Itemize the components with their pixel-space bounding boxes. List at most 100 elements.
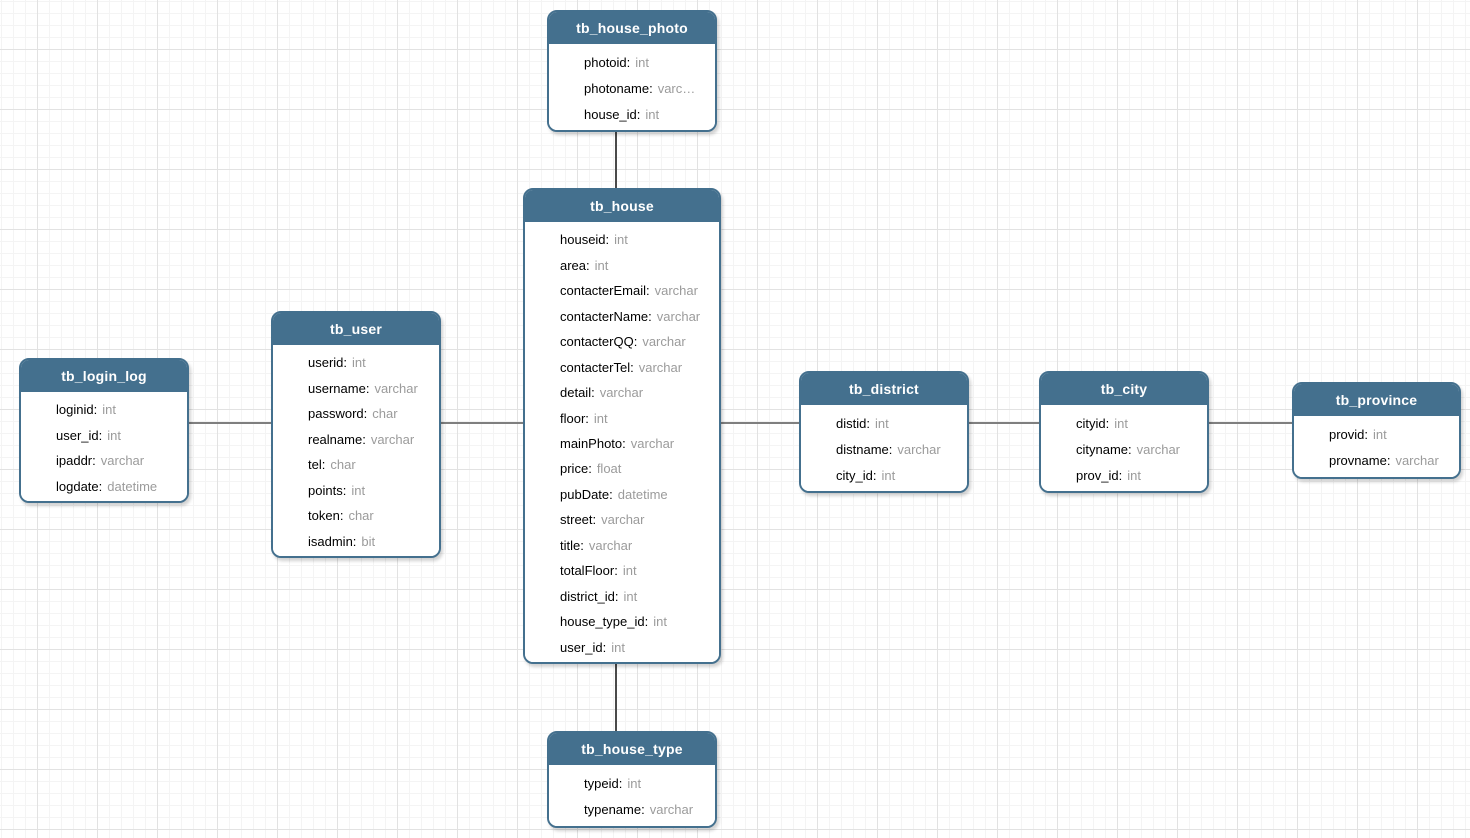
field-row-loginid[interactable]: loginidint	[21, 397, 187, 423]
field-type: varchar	[656, 308, 701, 324]
connector-tb_user-tb_house[interactable]	[441, 422, 523, 424]
field-row-mainPhoto[interactable]: mainPhotovarchar	[525, 431, 719, 456]
field-name: tel	[308, 457, 325, 472]
field-type: int	[622, 563, 637, 579]
field-type: int	[881, 467, 896, 483]
table-fields: typeidinttypenamevarchar	[549, 765, 715, 826]
field-row-typename[interactable]: typenamevarchar	[549, 796, 715, 822]
field-row-district_id[interactable]: district_idint	[525, 584, 719, 609]
field-row-provname[interactable]: provnamevarchar	[1294, 447, 1459, 473]
field-row-user_id[interactable]: user_idint	[525, 635, 719, 660]
field-type: int	[1127, 467, 1141, 483]
field-row-username[interactable]: usernamevarchar	[273, 376, 439, 402]
field-row-token[interactable]: tokenchar	[273, 503, 439, 529]
field-row-tel[interactable]: telchar	[273, 452, 439, 478]
field-type: int	[352, 355, 366, 371]
table-fields: providintprovnamevarchar	[1294, 416, 1459, 477]
table-header-tb_user[interactable]: tb_user	[273, 313, 439, 345]
field-row-contacterEmail[interactable]: contacterEmailvarchar	[525, 278, 719, 303]
field-row-house_id[interactable]: house_idint	[549, 101, 715, 127]
connector-tb_house-tb_district[interactable]	[721, 422, 799, 424]
table-fields: distidintdistnamevarcharcity_idint	[801, 405, 967, 491]
table-title: tb_house	[590, 198, 654, 214]
field-type: int	[653, 614, 667, 630]
field-name: typeid	[584, 776, 622, 791]
field-type: datetime	[617, 486, 668, 502]
field-row-provid[interactable]: providint	[1294, 421, 1459, 447]
field-name: distname	[836, 442, 892, 457]
field-type: varchar	[100, 453, 145, 469]
field-row-contacterQQ[interactable]: contacterQQvarchar	[525, 329, 719, 354]
field-row-cityid[interactable]: cityidint	[1041, 410, 1207, 436]
table-fields: loginidintuser_idintipaddrvarcharlogdate…	[21, 392, 187, 501]
field-row-userid[interactable]: useridint	[273, 350, 439, 376]
field-row-cityname[interactable]: citynamevarchar	[1041, 436, 1207, 462]
table-header-tb_login_log[interactable]: tb_login_log	[21, 360, 187, 392]
field-row-title[interactable]: titlevarchar	[525, 533, 719, 558]
table-header-tb_house_photo[interactable]: tb_house_photo	[549, 12, 715, 44]
table-header-tb_house[interactable]: tb_house	[525, 190, 719, 222]
field-row-ipaddr[interactable]: ipaddrvarchar	[21, 448, 187, 474]
table-tb_house_photo[interactable]: tb_house_photo photoidintphotonamevarc…ho…	[547, 10, 717, 132]
field-type: int	[611, 639, 625, 655]
field-row-houseid[interactable]: houseidint	[525, 227, 719, 252]
field-row-typeid[interactable]: typeidint	[549, 770, 715, 796]
connector-tb_district-tb_city[interactable]	[969, 422, 1039, 424]
table-title: tb_house_type	[581, 741, 683, 757]
field-row-house_type_id[interactable]: house_type_idint	[525, 609, 719, 634]
connector-tb_city-tb_province[interactable]	[1209, 422, 1292, 424]
field-row-contacterName[interactable]: contacterNamevarchar	[525, 303, 719, 328]
field-row-detail[interactable]: detailvarchar	[525, 380, 719, 405]
table-tb_login_log[interactable]: tb_login_logloginidintuser_idintipaddrva…	[19, 358, 189, 503]
table-header-tb_province[interactable]: tb_province	[1294, 384, 1459, 416]
table-tb_district[interactable]: tb_districtdistidintdistnamevarcharcity_…	[799, 371, 969, 493]
field-name: isadmin	[308, 534, 356, 549]
connector-tb_login_log-tb_user[interactable]	[189, 422, 271, 424]
field-row-contacterTel[interactable]: contacterTelvarchar	[525, 354, 719, 379]
table-tb_house[interactable]: tb_househouseidintareaintcontacterEmailv…	[523, 188, 721, 664]
field-name: photoid	[584, 55, 630, 70]
field-type: float	[596, 461, 622, 477]
field-type: int	[593, 410, 608, 426]
field-row-street[interactable]: streetvarchar	[525, 507, 719, 532]
field-name: houseid	[560, 232, 609, 247]
field-name: price	[560, 461, 592, 476]
field-name: cityid	[1076, 416, 1109, 431]
field-row-password[interactable]: passwordchar	[273, 401, 439, 427]
field-row-prov_id[interactable]: prov_idint	[1041, 462, 1207, 488]
field-name: loginid	[56, 402, 97, 417]
field-type: varchar	[1136, 441, 1181, 457]
field-type: int	[623, 588, 638, 604]
table-header-tb_city[interactable]: tb_city	[1041, 373, 1207, 405]
connector-tb_house-tb_house_type[interactable]	[615, 664, 617, 731]
table-tb_city[interactable]: tb_citycityidintcitynamevarcharprov_idin…	[1039, 371, 1209, 493]
field-name: contacterTel	[560, 360, 634, 375]
field-name: totalFloor	[560, 563, 618, 578]
table-tb_user[interactable]: tb_user useridintusernamevarcharpasswordc…	[271, 311, 441, 558]
field-row-photoid[interactable]: photoidint	[549, 49, 715, 75]
field-row-isadmin[interactable]: isadminbit	[273, 529, 439, 555]
field-row-distname[interactable]: distnamevarchar	[801, 436, 967, 462]
table-fields: houseidintareaintcontacterEmailvarcharco…	[525, 222, 719, 662]
field-name: pubDate	[560, 487, 613, 502]
field-row-distid[interactable]: distidint	[801, 410, 967, 436]
field-row-points[interactable]: pointsint	[273, 478, 439, 504]
field-row-realname[interactable]: realnamevarchar	[273, 427, 439, 453]
field-name: username	[308, 381, 369, 396]
field-type: varc…	[657, 80, 696, 96]
table-tb_province[interactable]: tb_provinceprovidintprovnamevarchar	[1292, 382, 1461, 479]
table-header-tb_house_type[interactable]: tb_house_type	[549, 733, 715, 765]
field-row-logdate[interactable]: logdatedatetime	[21, 474, 187, 500]
table-tb_house_type[interactable]: tb_house_type typeidinttypenamevarchar	[547, 731, 717, 828]
field-row-totalFloor[interactable]: totalFloor int	[525, 558, 719, 583]
field-row-area[interactable]: areaint	[525, 252, 719, 277]
field-row-floor[interactable]: floorint	[525, 405, 719, 430]
field-row-price[interactable]: price float	[525, 456, 719, 481]
field-row-pubDate[interactable]: pubDate datetime	[525, 482, 719, 507]
field-row-user_id[interactable]: user_idint	[21, 423, 187, 449]
connector-tb_house_photo-tb_house[interactable]	[615, 132, 617, 188]
field-row-city_id[interactable]: city_idint	[801, 462, 967, 488]
table-header-tb_district[interactable]: tb_district	[801, 373, 967, 405]
field-row-photoname[interactable]: photonamevarc…	[549, 75, 715, 101]
